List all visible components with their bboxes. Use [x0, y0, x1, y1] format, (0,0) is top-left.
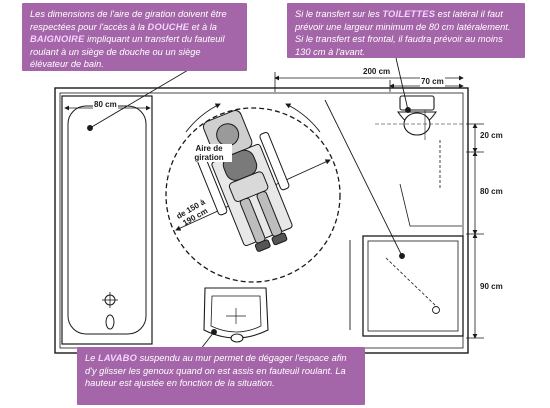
callout-right-text-2: est latéral il faut prévoir une largeur …: [295, 9, 511, 57]
dim-gap-20: 20 cm: [479, 131, 504, 141]
callout-left-keyword-shower: douche: [147, 21, 190, 32]
callout-left-text-1: Les dimensions de l'aire de giration doi…: [30, 9, 227, 32]
dim-shower-90: 90 cm: [479, 282, 504, 292]
callout-right-keyword-toilet: toilettes: [382, 9, 436, 19]
callout-bottom-text-2: suspendu au mur permet de dégager l'espa…: [85, 353, 347, 389]
callout-left-keyword-bath: baignoire: [30, 34, 85, 45]
washbasin: [203, 287, 269, 343]
callout-bottom-text-1: Le: [85, 353, 98, 363]
callout-washbasin: Le lavabo suspendu au mur permet de déga…: [77, 347, 365, 405]
callout-left-text-3: impliquant un transfert du fauteuil roul…: [30, 34, 225, 70]
callout-pointer-right: [324, 57, 411, 259]
callout-bottom-keyword-basin: lavabo: [97, 353, 138, 363]
right-dimensions: [466, 123, 484, 339]
dim-gap-80: 80 cm: [479, 187, 504, 197]
callout-toilet-transfer: Si le transfert sur les toilettes est la…: [287, 3, 525, 58]
dim-bath-width: 80 cm: [93, 100, 118, 110]
callout-left-text-2: et à la: [189, 21, 217, 32]
transfer-zone: [399, 140, 462, 227]
shower: [349, 235, 464, 337]
wheelchair-user: [197, 110, 293, 252]
bathtub: [61, 95, 153, 345]
dim-toilet-offset: 70 cm: [420, 77, 445, 87]
turning-area-label: Aire de giration: [186, 144, 232, 162]
dim-total-width: 200 cm: [362, 67, 392, 77]
callout-right-text-1: Si le transfert sur les: [295, 9, 383, 19]
toilet: [375, 95, 465, 140]
callout-turning-area: Les dimensions de l'aire de giration doi…: [22, 3, 247, 71]
